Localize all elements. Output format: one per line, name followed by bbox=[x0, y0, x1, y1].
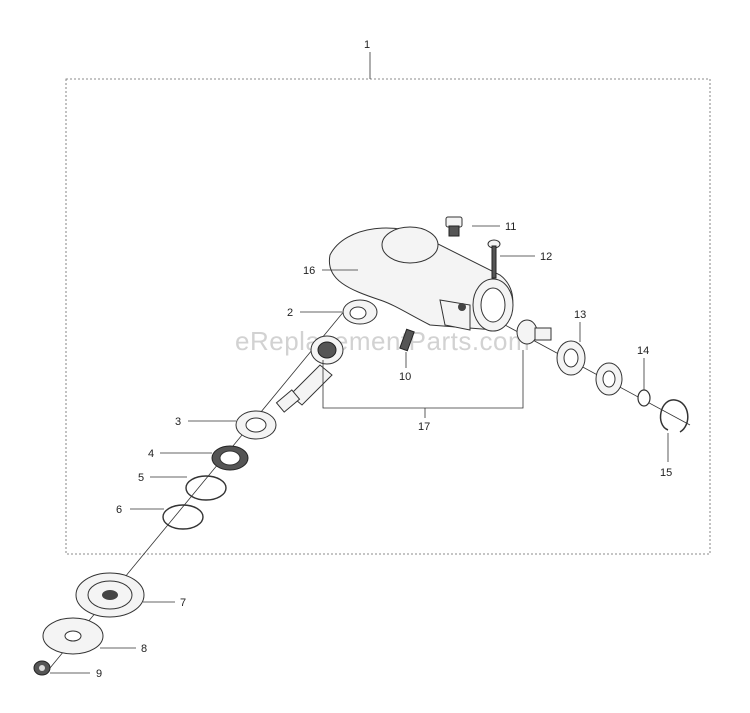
bearing-side bbox=[556, 340, 586, 376]
callout-9: 9 bbox=[96, 668, 102, 680]
callout-17: 17 bbox=[418, 421, 430, 433]
callout-7: 7 bbox=[180, 597, 186, 609]
bearing-upper bbox=[342, 299, 378, 325]
nut bbox=[33, 660, 51, 676]
callout-11: 11 bbox=[505, 221, 516, 233]
callout-3: 3 bbox=[175, 416, 181, 428]
callout-10: 10 bbox=[399, 371, 411, 383]
watermark: eReplacementParts.com bbox=[235, 326, 530, 356]
washer bbox=[637, 389, 651, 407]
oil-seal bbox=[211, 445, 249, 471]
bolt bbox=[487, 239, 501, 279]
set-screw bbox=[399, 328, 415, 352]
callout-5: 5 bbox=[138, 472, 144, 484]
callout-12: 12 bbox=[540, 251, 552, 263]
callout-8: 8 bbox=[141, 643, 147, 655]
assembly-boundary bbox=[65, 78, 711, 555]
gear-housing bbox=[328, 226, 514, 332]
retaining-ring-5 bbox=[185, 475, 227, 501]
callout-6: 6 bbox=[116, 504, 122, 516]
snap-ring-side bbox=[659, 399, 689, 433]
plug-screw bbox=[445, 216, 463, 237]
callout-13: 13 bbox=[574, 309, 586, 321]
bevel-gear-side bbox=[516, 319, 552, 345]
retaining-ring-6 bbox=[162, 504, 204, 530]
callout-16: 16 bbox=[303, 265, 315, 277]
support-cup bbox=[75, 572, 145, 618]
seal-ring-side bbox=[595, 362, 623, 396]
bearing-lower bbox=[235, 410, 277, 440]
callout-14: 14 bbox=[637, 345, 649, 357]
callout-2: 2 bbox=[287, 307, 293, 319]
callout-1: 1 bbox=[364, 39, 370, 51]
callout-15: 15 bbox=[660, 467, 672, 479]
callout-4: 4 bbox=[148, 448, 154, 460]
bevel-gear-shaft bbox=[275, 335, 344, 413]
thrust-washer bbox=[42, 617, 104, 655]
